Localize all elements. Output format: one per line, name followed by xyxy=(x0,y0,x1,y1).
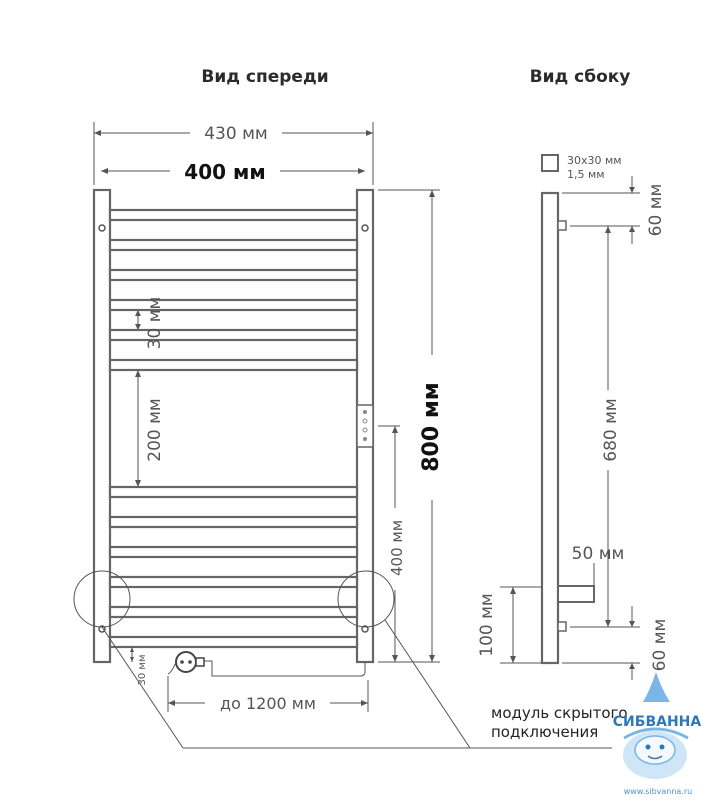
power-cable xyxy=(200,660,366,677)
profile-section xyxy=(541,154,559,172)
hidden-connection-callout xyxy=(73,570,612,749)
right-bottom-mount-hole xyxy=(361,625,369,633)
bottom-offset-dimension xyxy=(562,606,640,680)
bottom-mount-dimension xyxy=(500,586,542,664)
axis-width-label: 400 мм xyxy=(184,160,265,184)
overall-width-dimension xyxy=(93,122,374,185)
module-label-line1: модуль скрытого xyxy=(491,704,628,722)
bottom-gap-dimension xyxy=(130,647,134,662)
cable-length-dimension xyxy=(167,676,369,712)
side-post xyxy=(540,191,560,665)
side-view-title: Вид сбоку xyxy=(530,67,631,87)
front-view-title: Вид спереди xyxy=(201,67,328,87)
profile-thickness-label: 1,5 мм xyxy=(567,168,605,181)
top-wall-bracket xyxy=(557,220,567,231)
bottom-gap-label: 30 мм xyxy=(137,655,148,686)
right-top-mount-hole xyxy=(361,224,369,232)
bottom-wall-bracket xyxy=(557,621,567,632)
plug-icon xyxy=(167,651,205,675)
left-top-mount-hole xyxy=(98,224,106,232)
height-dimension xyxy=(378,189,440,663)
top-offset-label: 60 мм xyxy=(646,184,666,237)
brand-logo xyxy=(623,672,689,779)
control-module xyxy=(356,404,374,448)
large-gap-label: 200 мм xyxy=(145,398,165,462)
wall-offset-label: 50 мм xyxy=(572,544,625,564)
connection-height-dimension xyxy=(378,425,400,662)
top-offset-dimension xyxy=(562,176,640,244)
bottom-mount-label: 100 мм xyxy=(477,593,497,657)
height-label: 800 мм xyxy=(419,382,444,472)
crossbars xyxy=(108,208,359,649)
large-gap-dimension xyxy=(135,370,141,487)
wall-offset-bracket xyxy=(557,585,595,603)
bottom-offset-label: 60 мм xyxy=(650,619,670,672)
brand-url: www.sibvanna.ru xyxy=(624,787,693,796)
cable-length-label: до 1200 мм xyxy=(220,694,316,713)
brand-name: СИБВАННА xyxy=(613,714,702,730)
mount-distance-dimension xyxy=(570,226,640,628)
profile-size-label: 30х30 мм xyxy=(567,154,622,167)
axis-width-dimension xyxy=(101,168,365,174)
mount-distance-label: 680 мм xyxy=(601,398,621,462)
left-post xyxy=(92,188,112,664)
small-gap-label: 30 мм xyxy=(145,297,165,350)
small-gap-dimension xyxy=(135,310,141,330)
overall-width-label: 430 мм xyxy=(204,124,268,144)
connection-height-label: 400 мм xyxy=(388,520,406,576)
module-label-line2: подключения xyxy=(491,723,598,741)
left-bottom-mount-hole xyxy=(98,625,106,633)
